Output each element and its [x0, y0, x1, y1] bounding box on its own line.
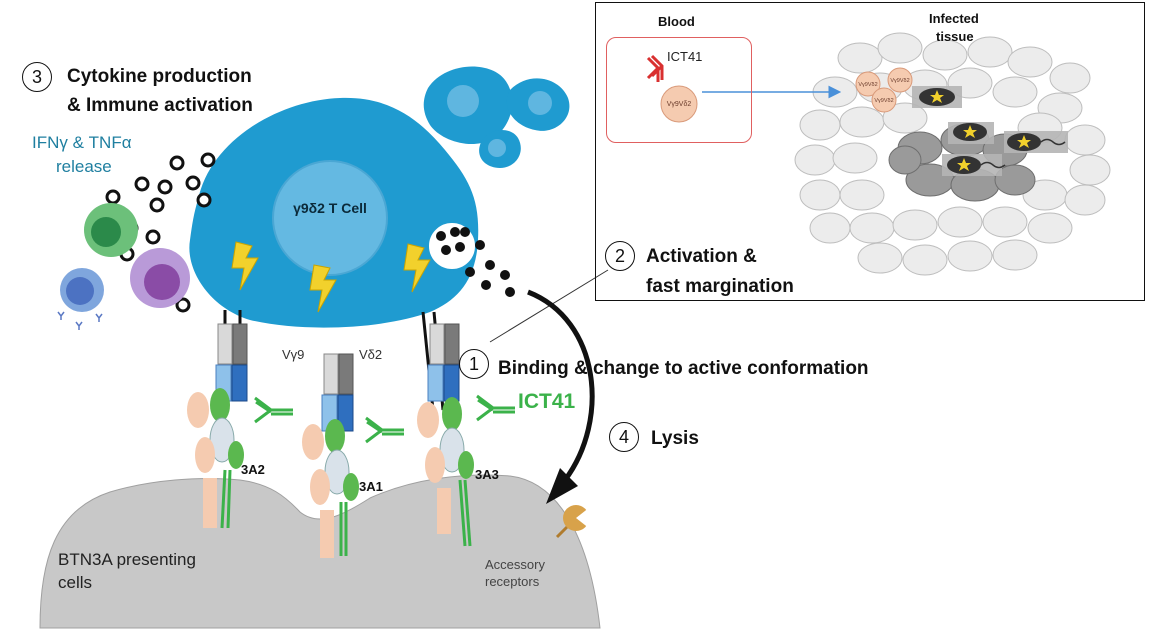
cytokine-release-line1: IFNγ & TNFα: [32, 133, 132, 152]
blood-tcell-label: Vγ9Vδ2: [667, 101, 692, 108]
btn3a2-label: 3A2: [241, 462, 265, 477]
cytokine-release-line2: release: [56, 157, 112, 176]
btn3a-3: [417, 397, 474, 547]
granules: [436, 227, 515, 297]
blood-title: Blood: [658, 14, 695, 29]
step2-number: 2: [605, 241, 635, 271]
step2-title-line2: fast margination: [646, 276, 794, 297]
accessory-receptor-icon: [555, 505, 590, 539]
btn3a3-label: 3A3: [475, 467, 499, 482]
presenting-cells-line2: cells: [58, 573, 93, 592]
presenting-cells-line1: BTN3A presenting: [58, 550, 196, 569]
blood-ict41-label: ICT41: [667, 49, 703, 64]
tissue-title-line1: Infected: [929, 11, 979, 26]
v-delta2-label: Vδ2: [359, 347, 383, 362]
step4-title: Lysis: [651, 428, 699, 449]
infected-tissue-cells: [794, 32, 1111, 276]
blood-ict41-antibody: [646, 54, 664, 82]
tissue-tcell-label-1: Vγ9Vδ2: [858, 82, 877, 88]
step1-number: 1: [459, 349, 489, 379]
immune-cells: [57, 203, 190, 330]
blood-compartment: [606, 37, 752, 143]
step2-title-line1: Activation &: [646, 246, 757, 267]
accessory-receptors-line2: receptors: [485, 574, 540, 589]
accessory-receptors-line1: Accessory: [485, 557, 545, 572]
step4-number: 4: [609, 422, 639, 452]
margination-inset-panel: [595, 2, 1145, 301]
step3-title-line2: & Immune activation: [67, 95, 253, 116]
tissue-t-cells: Vγ9Vδ2 Vγ9Vδ2 Vγ9Vδ2: [855, 67, 913, 113]
tissue-tcell-label-3: Vγ9Vδ2: [874, 98, 893, 104]
tcr-receptor-2: [321, 353, 354, 432]
step1-title: Binding & change to active conformation: [498, 358, 869, 379]
activation-lightning-icons: [231, 241, 431, 313]
step3-title-line1: Cytokine production: [67, 66, 252, 87]
btn3a1-label: 3A1: [359, 479, 383, 494]
infecting-bacteria-icons: [912, 86, 1068, 176]
t-cell-nucleus: [272, 160, 388, 276]
v-gamma9-label: Vγ9: [282, 347, 305, 362]
tissue-tcell-label-2: Vγ9Vδ2: [890, 78, 909, 84]
t-cell-label: γ9δ2 T Cell: [293, 200, 367, 216]
lysis-arrowhead: [546, 468, 578, 504]
btn3a-1: [302, 419, 359, 558]
ict41-label: ICT41: [518, 390, 576, 413]
btn3a-2: [187, 388, 244, 529]
tcr-receptor-3: [421, 311, 460, 411]
step3-number: 3: [22, 62, 52, 92]
neighbor-t-cells: [423, 66, 570, 168]
lysis-arrow: [527, 289, 595, 482]
tcr-receptor-1: [215, 310, 248, 402]
ict41-antibodies: [254, 394, 515, 444]
tissue-title-line2: tissue: [936, 29, 974, 44]
blood-t-cell: [660, 85, 698, 123]
